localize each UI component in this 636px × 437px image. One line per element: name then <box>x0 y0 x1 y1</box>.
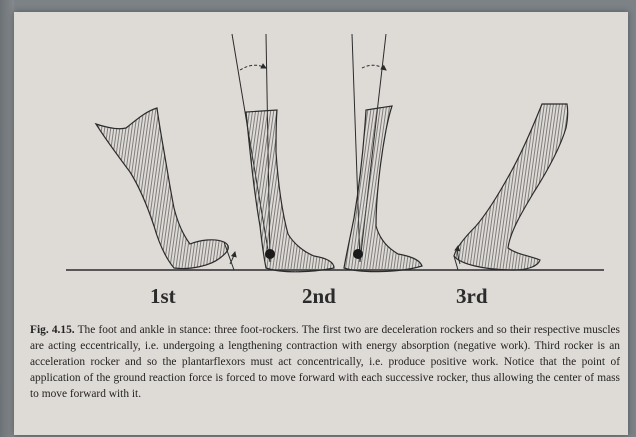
second-rocker-foot-b <box>344 34 422 272</box>
second-rocker-label: 2nd <box>302 284 336 309</box>
foot-rocker-illustration <box>14 12 628 312</box>
figure-number: Fig. 4.15. <box>30 324 75 336</box>
first-rocker-foot <box>96 108 235 270</box>
book-page: 1st 2nd 3rd Fig. 4.15. The foot and ankl… <box>14 12 628 435</box>
second-rocker-foot <box>232 34 334 272</box>
third-rocker-foot <box>454 104 568 270</box>
figure-caption: Fig. 4.15. The foot and ankle in stance:… <box>30 322 620 402</box>
first-rocker-label: 1st <box>150 284 176 309</box>
background-edge <box>0 0 14 437</box>
third-rocker-label: 3rd <box>456 284 488 309</box>
caption-text: The foot and ankle in stance: three foot… <box>30 324 620 400</box>
